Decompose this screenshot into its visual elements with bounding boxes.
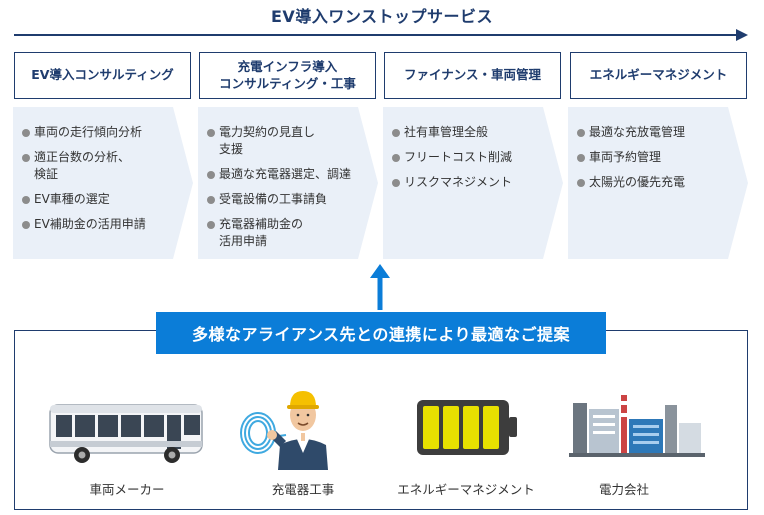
phase-panel-energy-management: 最適な充放電管理 車両予約管理 太陽光の優先充電: [568, 107, 749, 259]
electrician-icon: [240, 391, 328, 470]
list-item: 車両の走行傾向分析: [21, 124, 177, 141]
diagram-title: EV導入ワンストップサービス: [271, 7, 493, 26]
list-item: リスクマネジメント: [391, 174, 547, 191]
phase-header-charging-infra: 充電インフラ導入 コンサルティング・工事: [199, 52, 376, 99]
phase-panel-ev-consulting: 車両の走行傾向分析 適正台数の分析、 検証 EV車種の選定 EV補助金の活用申請: [13, 107, 194, 259]
power-plant-icon: [569, 395, 705, 457]
partner-label: 車両メーカー: [89, 482, 165, 497]
list-item: 受電設備の工事請負: [206, 191, 362, 208]
phase-panel-charging-infra: 電力契約の見直し 支援 最適な充電器選定、調達 受電設備の工事請負 充電器補助金…: [198, 107, 379, 259]
list-item: 充電器補助金の 活用申請: [206, 216, 362, 250]
list-item: 最適な充放電管理: [576, 124, 732, 141]
partner-charger-installation: 充電器工事: [218, 375, 388, 500]
partner-label: 充電器工事: [271, 482, 335, 497]
proposal-banner: 多様なアライアンス先との連携により最適なご提案: [156, 312, 606, 354]
list-item: 社有車管理全般: [391, 124, 547, 141]
partner-power-company: 電力会社: [539, 375, 709, 500]
list-item: フリートコスト削減: [391, 149, 547, 166]
list-item: 太陽光の優先充電: [576, 174, 732, 191]
list-item: 適正台数の分析、 検証: [21, 149, 177, 183]
list-item: EV補助金の活用申請: [21, 216, 177, 233]
list-item: EV車種の選定: [21, 191, 177, 208]
flow-arrow: [14, 29, 748, 41]
phase-header-finance: ファイナンス・車両管理: [384, 52, 561, 99]
partner-label: 電力会社: [598, 482, 649, 497]
up-arrow-icon: [370, 264, 390, 310]
phase-header-ev-consulting: EV導入コンサルティング: [14, 52, 191, 99]
phase-panel-finance: 社有車管理全般 フリートコスト削減 リスクマネジメント: [383, 107, 564, 259]
list-item: 電力契約の見直し 支援: [206, 124, 362, 158]
battery-icon: [417, 400, 517, 455]
partner-energy-management: エネルギーマネジメント: [381, 375, 551, 500]
partner-vehicle-maker: 車両メーカー: [42, 375, 212, 500]
bus-icon: [49, 404, 203, 463]
partner-label: エネルギーマネジメント: [397, 482, 535, 497]
list-item: 車両予約管理: [576, 149, 732, 166]
phase-header-energy-management: エネルギーマネジメント: [570, 52, 747, 99]
list-item: 最適な充電器選定、調達: [206, 166, 362, 183]
